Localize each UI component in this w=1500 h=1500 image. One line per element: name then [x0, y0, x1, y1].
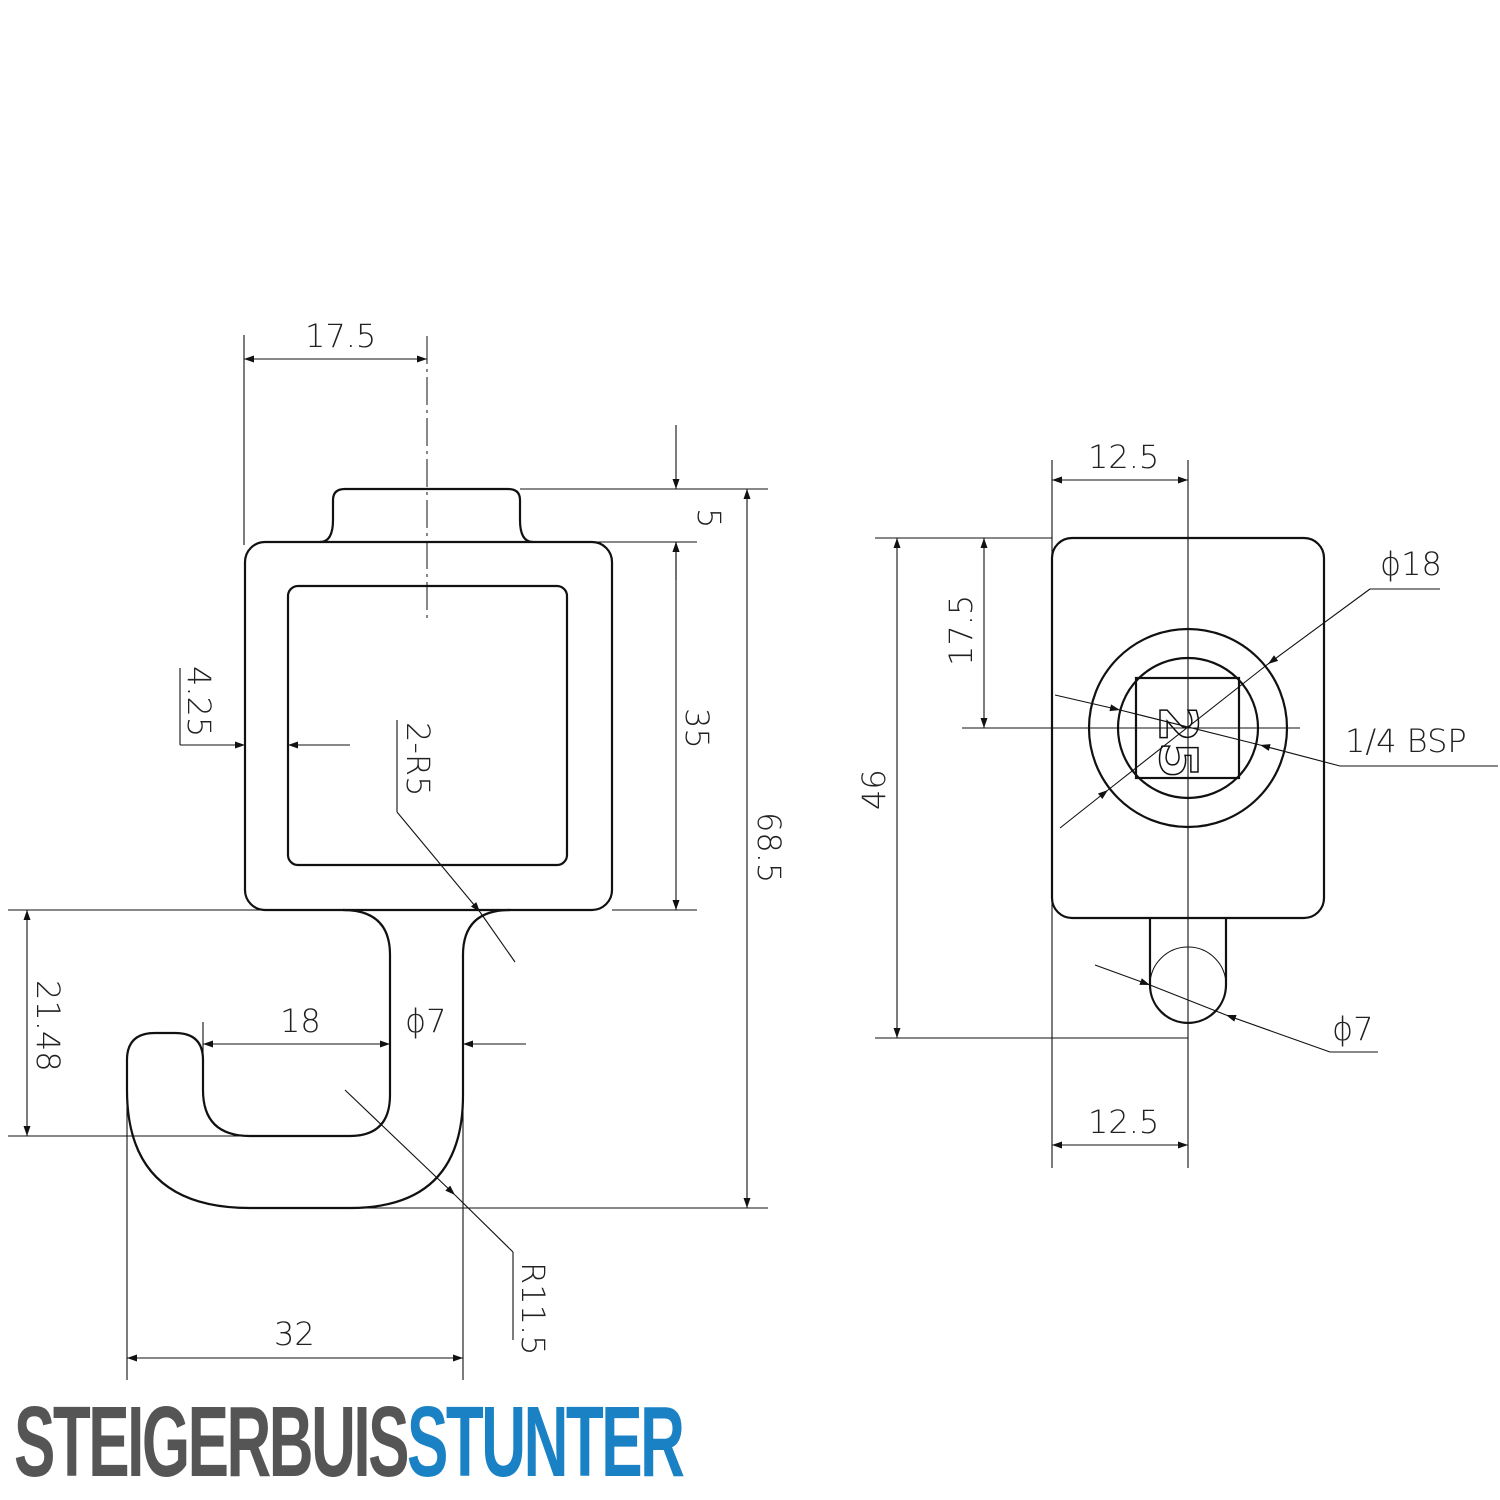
logo-part1: STEIGERBUIS: [14, 1386, 409, 1498]
dim-hook-width: 32: [274, 1315, 315, 1353]
dim-outer-dia: ϕ18: [1380, 545, 1442, 583]
dim-thread: 1/4 BSP: [1345, 722, 1467, 760]
dim-top-width: 17.5: [305, 317, 376, 355]
dim-total-height: 68.5: [750, 812, 788, 883]
dim-bend-radius: R11.5: [514, 1262, 552, 1355]
dim-body-height: 35: [678, 708, 716, 749]
dim-upper-height: 17.5: [942, 595, 980, 666]
logo-part2: STUNTER: [407, 1386, 685, 1498]
dim-hook-inner: 18: [280, 1002, 321, 1040]
size-stamp: 25: [1147, 706, 1207, 778]
dim-top-half: 12.5: [1088, 438, 1159, 476]
brand-logo: STEIGERBUISSTUNTER: [14, 1392, 685, 1492]
dim-fillet: 2-R5: [399, 722, 437, 797]
dim-hook-height: 21.48: [29, 980, 67, 1072]
dim-tab-height: 5: [690, 508, 728, 528]
dim-side-total: 46: [855, 769, 893, 810]
dim-rod-dia-right: ϕ7: [1332, 1010, 1373, 1048]
dim-bottom-half: 12.5: [1088, 1103, 1159, 1141]
dim-rod-dia-left: ϕ7: [405, 1002, 446, 1040]
hook-outline: [125, 487, 614, 1210]
dim-wall: 4.25: [180, 666, 218, 737]
